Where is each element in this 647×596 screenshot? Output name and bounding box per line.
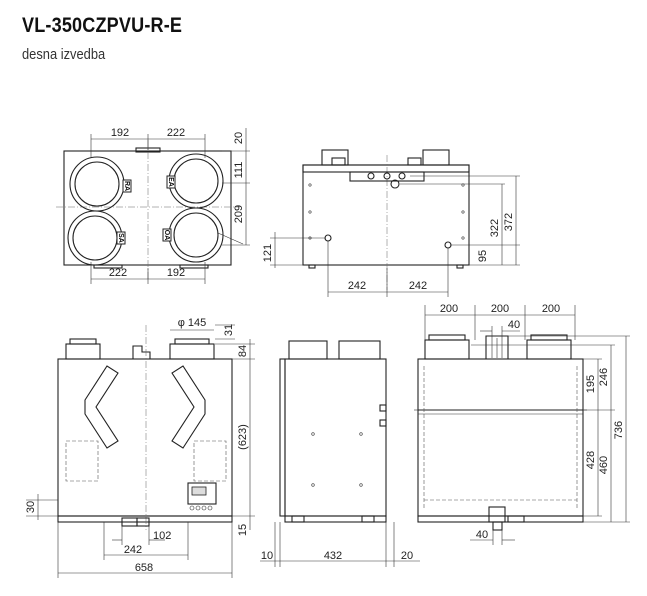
dim-phi-145: φ 145 <box>178 317 207 329</box>
port-label-sa: SA <box>117 233 124 243</box>
side-elevation-view: 10 432 20 <box>260 340 420 567</box>
port-label-ea: EA <box>167 177 174 187</box>
dim-top-200-3: 200 <box>542 303 560 315</box>
dim-side-432: 432 <box>324 550 342 562</box>
dim-right-95: 95 <box>477 250 489 262</box>
side-plan-view: 322 372 95 121 242 242 <box>262 149 520 297</box>
dim-right-623: (623) <box>237 424 249 450</box>
dim-side-10: 10 <box>261 550 273 562</box>
dim-right-736: 736 <box>613 421 625 439</box>
page-title: VL-350CZPVU-R-E <box>22 14 183 37</box>
dim-right-20: 20 <box>233 132 245 144</box>
dim-top-200-1: 200 <box>440 303 458 315</box>
dim-top-222: 222 <box>167 127 185 139</box>
dim-bottom-40: 40 <box>476 529 488 541</box>
dim-bottom-242-left: 242 <box>348 280 366 292</box>
dim-right-195: 195 <box>585 375 597 393</box>
dim-bottom-192: 192 <box>167 267 185 279</box>
duct-ra <box>69 156 125 212</box>
dim-right-428: 428 <box>585 451 597 469</box>
dim-right-372: 372 <box>503 213 515 231</box>
dim-right-460: 460 <box>598 456 610 474</box>
dim-right-209: 209 <box>233 205 245 223</box>
port-label-oa: OA <box>163 230 170 241</box>
top-plan-view: RA EA SA OA 192 222 222 192 20 111 209 <box>56 127 250 284</box>
dim-right-111: 111 <box>233 162 245 179</box>
dim-bottom-242: 242 <box>124 544 142 556</box>
dim-bottom-658: 658 <box>135 562 153 574</box>
dim-top-31: 31 <box>223 324 235 336</box>
dim-top-40: 40 <box>508 319 520 331</box>
dim-left-30: 30 <box>25 501 37 513</box>
rear-elevation-view: 200 200 200 40 195 246 428 460 736 40 <box>414 303 630 545</box>
dim-left-121: 121 <box>262 244 274 262</box>
front-elevation-view: φ 145 31 84 (623) 15 30 102 242 658 <box>25 317 255 578</box>
dim-bottom-242-right: 242 <box>409 280 427 292</box>
duct-ea <box>168 153 224 209</box>
duct-oa <box>168 207 224 263</box>
dim-side-20: 20 <box>401 550 413 562</box>
dim-top-192: 192 <box>111 127 129 139</box>
dim-bottom-222: 222 <box>109 267 127 279</box>
dim-right-84: 84 <box>237 345 249 357</box>
port-label-ra: RA <box>123 181 130 191</box>
dim-right-15: 15 <box>237 524 249 536</box>
dim-right-246: 246 <box>598 368 610 386</box>
duct-sa <box>67 210 123 266</box>
dim-bottom-102: 102 <box>153 530 171 542</box>
dim-top-200-2: 200 <box>491 303 509 315</box>
dim-right-322: 322 <box>489 219 501 237</box>
page-subtitle: desna izvedba <box>22 46 106 63</box>
